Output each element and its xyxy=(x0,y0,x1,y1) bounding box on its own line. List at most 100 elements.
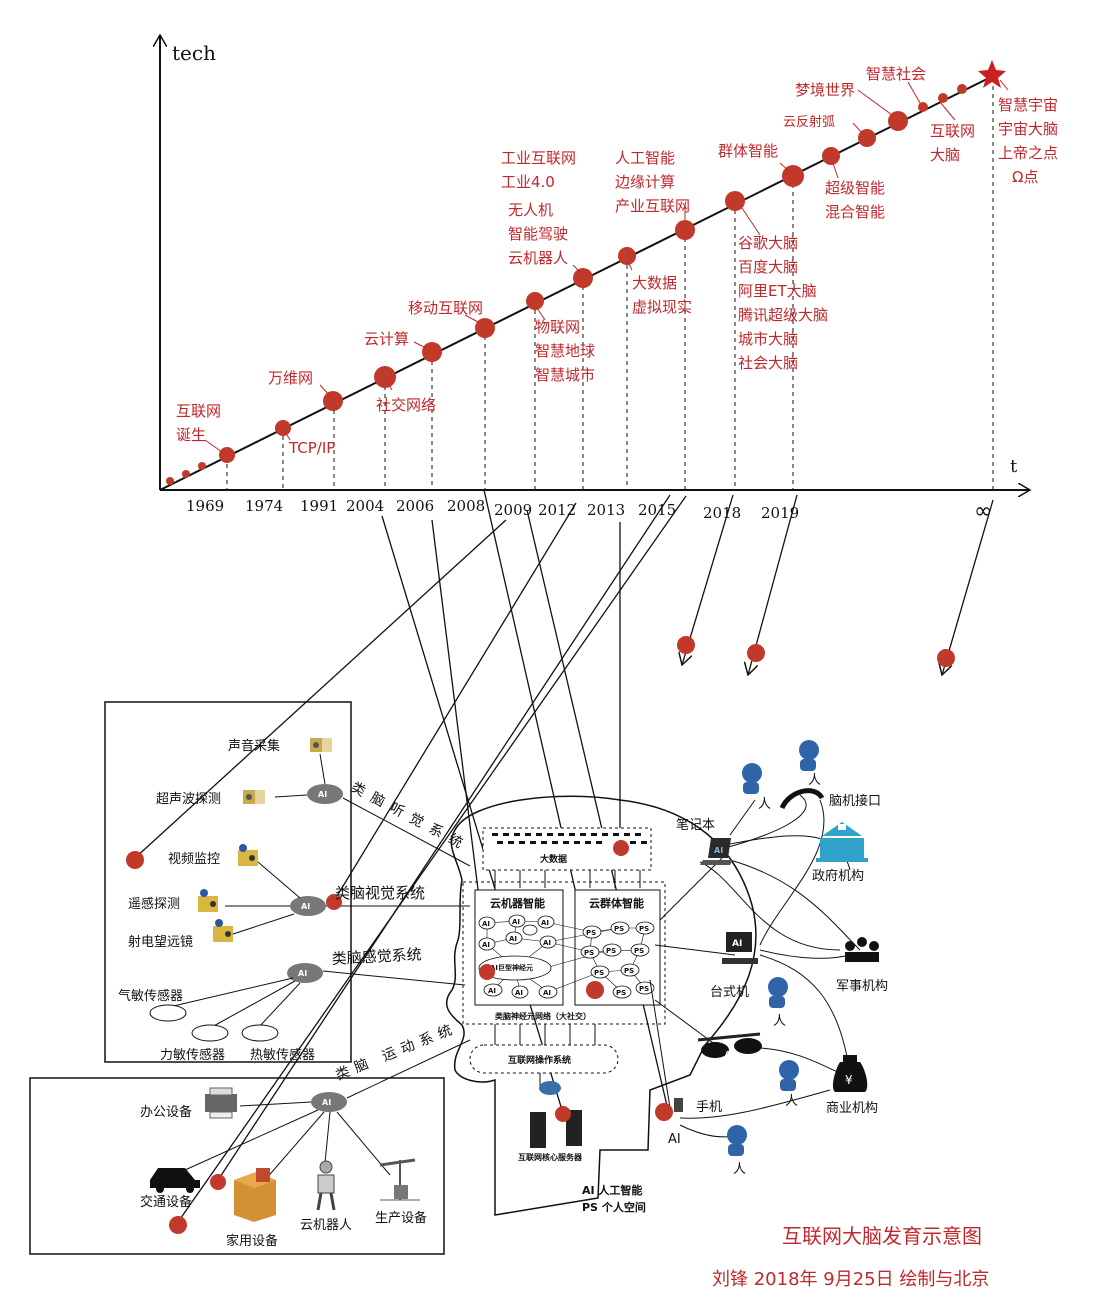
cluster-ai-label: AI xyxy=(541,919,549,927)
cluster-ps-label: PS xyxy=(584,949,594,957)
os-box xyxy=(469,1044,619,1074)
system-sensory-label: 类脑感觉系统 xyxy=(331,945,422,968)
y-axis-label: tech xyxy=(172,41,216,65)
device-box xyxy=(29,1077,445,1255)
label-bigdata: 大数据虚拟现实 xyxy=(632,274,692,316)
svg-text:2015: 2015 xyxy=(638,501,676,519)
red-dot xyxy=(655,1103,673,1121)
svg-text:2013: 2013 xyxy=(587,501,625,519)
telescope-icon xyxy=(213,919,233,942)
label-www: 万维网 xyxy=(268,369,313,387)
person-icon xyxy=(799,740,819,771)
desktop-icon: AI xyxy=(722,932,758,964)
cluster-ai-label: AI xyxy=(482,941,490,949)
svg-text:1991: 1991 xyxy=(300,497,338,515)
label-smart-society: 智慧社会 xyxy=(866,65,926,83)
ai-nodes xyxy=(287,784,347,1112)
laptop-label: 笔记本 xyxy=(676,817,715,833)
sensor-video-label: 视频监控 xyxy=(168,852,220,867)
cluster-ai-nodes xyxy=(478,914,558,999)
laptop-ai-label: AI xyxy=(714,846,723,855)
bci-label: 脑机接口 xyxy=(829,793,881,809)
home-box-icon xyxy=(234,1168,276,1222)
svg-text:1969: 1969 xyxy=(186,497,224,515)
label-tcpip: TCP/IP xyxy=(288,439,335,457)
milestone-dots xyxy=(166,84,967,485)
cluster-ai-label: AI xyxy=(515,989,523,997)
brain-network-box xyxy=(462,881,666,1025)
cluster-ps-nodes xyxy=(580,921,655,999)
ai-node-label: AI xyxy=(318,790,327,799)
future-arrows xyxy=(682,494,994,675)
red-dot xyxy=(586,981,604,999)
label-leaders xyxy=(204,79,1009,453)
timeline-axes xyxy=(160,35,1030,490)
red-dot xyxy=(479,964,495,980)
military-label: 军事机构 xyxy=(836,979,888,994)
author-line: 刘锋 2018年 9月25日 绘制与北京 xyxy=(712,1269,989,1290)
ai-node-label: AI xyxy=(301,902,310,911)
person-label: 人 xyxy=(773,1014,786,1029)
bigdata-pattern xyxy=(492,833,647,844)
label-drones: 无人机智能驾驶云机器人 xyxy=(508,201,568,267)
server-icon xyxy=(530,1081,582,1148)
car-icon xyxy=(150,1168,200,1193)
svg-text:2018: 2018 xyxy=(703,504,741,522)
label-iot: 物联网智慧地球智慧城市 xyxy=(535,318,595,384)
label-internet-brain: 互联网大脑 xyxy=(930,122,975,164)
person-icon xyxy=(768,977,788,1008)
military-group-icon xyxy=(845,937,879,962)
x-axis-label: t xyxy=(1010,456,1018,477)
device-robot-label: 云机器人 xyxy=(300,1218,352,1233)
ai-neuron-label: AI巨型神经元 xyxy=(490,963,533,972)
label-brains: 谷歌大脑百度大脑阿里ET大脑腾讯超级大脑城市大脑社会大脑 xyxy=(738,234,828,372)
svg-text:2009: 2009 xyxy=(494,501,532,519)
cluster-ps-label: PS xyxy=(606,947,616,955)
sensor-sound-label: 声音采集 xyxy=(228,738,280,754)
ai-node-label: AI xyxy=(298,969,307,978)
label-cloud-reflex: 云反射弧 xyxy=(783,114,835,130)
sensor-radio-label: 射电望远镜 xyxy=(128,934,193,950)
cluster-ai-label: AI xyxy=(488,987,496,995)
label-social: 社交网络 xyxy=(376,396,436,414)
laptop-icon: AI xyxy=(700,838,733,865)
label-ai-edge: 人工智能边缘计算产业互联网 xyxy=(615,149,690,215)
red-dot xyxy=(210,1174,226,1190)
red-dot xyxy=(555,1106,571,1122)
bigdata-label: 大数据 xyxy=(540,853,567,865)
os-label: 互联网操作系统 xyxy=(508,1054,571,1066)
device-production-label: 生产设备 xyxy=(375,1210,427,1226)
device-office-label: 办公设备 xyxy=(140,1104,192,1120)
label-swarm: 群体智能 xyxy=(718,142,778,160)
bigdata-box xyxy=(482,827,652,871)
cluster-ai-label: AI xyxy=(543,939,551,947)
diagram-title: 互联网大脑发育示意图 xyxy=(782,1224,982,1248)
sensor-gas-label: 气敏传感器 xyxy=(118,988,183,1004)
person-label: 人 xyxy=(808,773,821,788)
sensor-box xyxy=(104,701,352,1063)
cluster-ai-label: AI xyxy=(482,920,490,928)
cloud-robot-label: 云机器智能 xyxy=(490,896,545,910)
dashed-drop-lines xyxy=(226,78,994,490)
label-super: 超级智能混合智能 xyxy=(825,179,885,221)
legend-ps: PS 个人空间 xyxy=(582,1200,646,1214)
person-icon xyxy=(779,1060,799,1091)
cluster-ai-label: AI xyxy=(509,935,517,943)
desktop-label: 台式机 xyxy=(710,985,749,1000)
label-internet-born: 互联网诞生 xyxy=(176,402,221,444)
sensor-ultrasound-label: 超声波探测 xyxy=(156,792,221,807)
omega-star-icon xyxy=(978,60,1006,88)
sensor-force-label: 力敏传感器 xyxy=(160,1047,225,1063)
future-dot-2 xyxy=(747,644,765,662)
person-label: 人 xyxy=(733,1162,746,1177)
person-label: 人 xyxy=(785,1094,798,1109)
red-dot xyxy=(126,851,144,869)
person-label: 人 xyxy=(758,797,771,812)
device-traffic-label: 交通设备 xyxy=(140,1194,192,1210)
cluster-ps-label: PS xyxy=(586,929,596,937)
svg-text:¥: ¥ xyxy=(845,1073,853,1087)
person-icon xyxy=(727,1125,747,1156)
oil-pump-icon xyxy=(379,1158,420,1201)
ultrasound-sensor-icon xyxy=(243,790,265,804)
